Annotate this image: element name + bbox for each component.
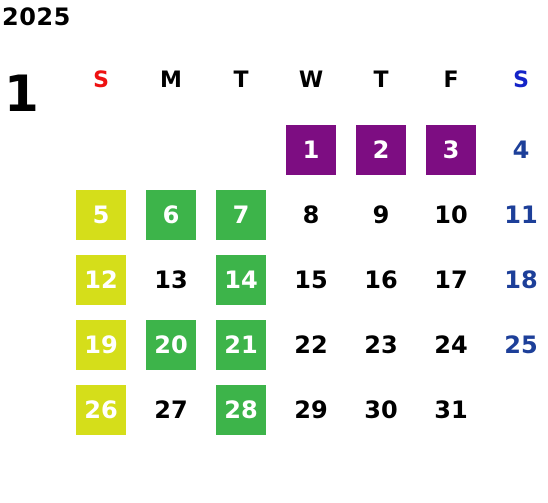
day-cell-19[interactable]: 19: [76, 320, 126, 370]
day-cell-10[interactable]: 10: [434, 201, 468, 229]
day-cell-4[interactable]: 4: [512, 136, 530, 164]
day-cell-20[interactable]: 20: [146, 320, 196, 370]
weekday-header-friday: F: [443, 68, 459, 93]
day-cell-23[interactable]: 23: [364, 331, 398, 359]
day-cell-17[interactable]: 17: [434, 266, 468, 294]
month-number: 1: [4, 65, 39, 123]
day-cell-3[interactable]: 3: [426, 125, 476, 175]
day-cell-16[interactable]: 16: [364, 266, 398, 294]
day-cell-30[interactable]: 30: [364, 396, 398, 424]
day-cell-26[interactable]: 26: [76, 385, 126, 435]
day-cell-31[interactable]: 31: [434, 396, 468, 424]
day-cell-8[interactable]: 8: [302, 201, 320, 229]
day-cell-15[interactable]: 15: [294, 266, 328, 294]
day-cell-18[interactable]: 18: [504, 266, 538, 294]
day-cell-14[interactable]: 14: [216, 255, 266, 305]
day-cell-6[interactable]: 6: [146, 190, 196, 240]
day-cell-12[interactable]: 12: [76, 255, 126, 305]
day-cell-21[interactable]: 21: [216, 320, 266, 370]
weekday-header-monday: M: [160, 68, 182, 93]
day-cell-9[interactable]: 9: [372, 201, 390, 229]
day-cell-24[interactable]: 24: [434, 331, 468, 359]
day-cell-29[interactable]: 29: [294, 396, 328, 424]
day-cell-28[interactable]: 28: [216, 385, 266, 435]
day-cell-11[interactable]: 11: [504, 201, 538, 229]
day-cell-25[interactable]: 25: [504, 331, 538, 359]
day-cell-7[interactable]: 7: [216, 190, 266, 240]
weekday-header-saturday: S: [513, 68, 529, 93]
day-cell-13[interactable]: 13: [154, 266, 188, 294]
weekday-header-tuesday: T: [233, 68, 249, 93]
weekday-header-thursday: T: [373, 68, 389, 93]
day-cell-1[interactable]: 1: [286, 125, 336, 175]
day-cell-22[interactable]: 22: [294, 331, 328, 359]
day-cell-5[interactable]: 5: [76, 190, 126, 240]
day-cell-27[interactable]: 27: [154, 396, 188, 424]
day-cell-2[interactable]: 2: [356, 125, 406, 175]
weekday-header-sunday: S: [93, 68, 109, 93]
weekday-header-wednesday: W: [298, 68, 324, 93]
year-label: 2025: [2, 3, 71, 31]
